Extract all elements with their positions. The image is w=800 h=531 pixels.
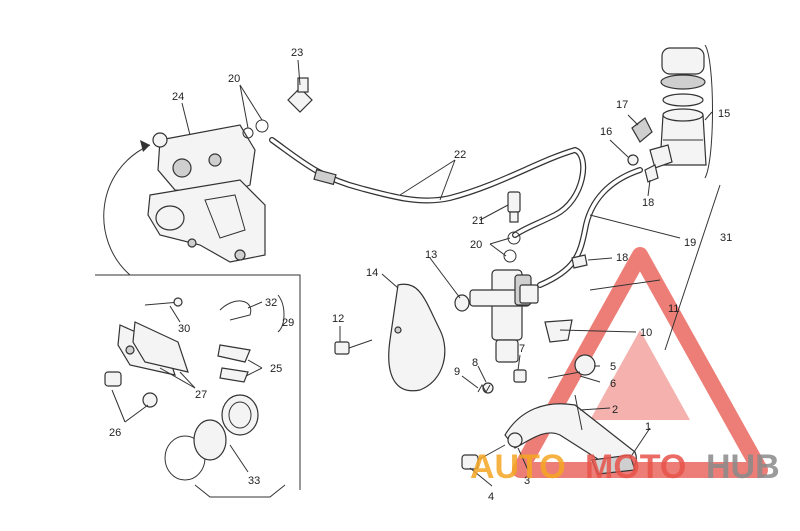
pin-30 (144, 297, 183, 307)
callout-22: 22 (454, 149, 466, 161)
watermark-moto: MOTO (585, 448, 686, 486)
pistons-33 (164, 394, 259, 481)
callout-14: 14 (366, 267, 378, 279)
callout-1: 1 (645, 421, 651, 433)
caliper-arrow (103, 144, 151, 276)
boot-10 (544, 319, 573, 343)
callout-7: 7 (519, 343, 525, 355)
callout-23: 23 (291, 47, 303, 59)
callout-18b: 18 (616, 252, 628, 264)
spring-clip-32 (219, 300, 252, 321)
callout-32: 32 (265, 297, 277, 309)
bracket-15 (704, 44, 713, 179)
banjo-bolt-23 (287, 77, 313, 113)
bleed-screw-26 (104, 371, 158, 408)
clip-18a (644, 164, 659, 183)
bushing-5 (574, 354, 596, 376)
callout-31: 31 (720, 232, 732, 244)
callout-15: 15 (718, 108, 730, 120)
washer-20c (507, 231, 521, 245)
callout-26: 26 (109, 427, 121, 439)
heat-shield (388, 283, 446, 392)
watermark-logo (512, 247, 768, 478)
spring-9 (477, 383, 491, 394)
washer-20d (503, 249, 517, 263)
bushing-13 (454, 294, 470, 312)
callout-21: 21 (472, 215, 484, 227)
bracket-31 (664, 184, 721, 351)
bracket-29 (277, 294, 285, 333)
spring-6 (547, 371, 581, 379)
callout-11: 11 (668, 303, 679, 315)
callout-33: 33 (248, 475, 260, 487)
watermark-hub: HUB (706, 448, 780, 486)
bracket-33 (194, 484, 286, 498)
callout-18a: 18 (642, 197, 654, 209)
clamp-17 (631, 117, 653, 143)
callout-19: 19 (684, 237, 696, 249)
callout-8: 8 (472, 357, 478, 369)
callout-2: 2 (612, 404, 618, 416)
screw-16 (627, 154, 639, 166)
callout-12: 12 (332, 313, 344, 325)
brake-caliper (147, 124, 266, 263)
callout-13: 13 (425, 249, 437, 261)
callout-27: 27 (195, 389, 207, 401)
pivot-3 (507, 432, 523, 448)
brake-pedal (504, 403, 637, 475)
callout-numbers: 1 2 3 4 5 6 7 8 9 10 11 12 13 14 15 16 1… (109, 47, 732, 503)
pivot-bolt-4 (461, 444, 506, 470)
callout-20b: 20 (470, 239, 482, 251)
callout-30: 30 (178, 323, 190, 335)
screw-7 (513, 369, 527, 383)
bleeder-21 (507, 191, 521, 223)
callout-20a: 20 (228, 73, 240, 85)
bolt-12 (334, 339, 373, 355)
pad-spring-25 (217, 344, 251, 383)
callout-25: 25 (270, 363, 282, 375)
watermark-auto: AUTO (470, 448, 566, 486)
callout-6: 6 (610, 378, 616, 390)
brake-hose (269, 137, 587, 238)
shield-hole (394, 326, 402, 334)
callout-5: 5 (610, 361, 616, 373)
callout-24: 24 (172, 91, 184, 103)
callout-3: 3 (524, 475, 530, 487)
washer-20a (255, 119, 269, 133)
fluid-reservoir (649, 47, 707, 169)
caliper-arrow-head (140, 140, 150, 152)
master-cylinder (469, 269, 539, 363)
callout-4: 4 (488, 491, 494, 503)
leader-lines (111, 59, 713, 487)
inset-frame (95, 274, 301, 490)
brake-pads (117, 321, 189, 376)
callout-10: 10 (640, 327, 652, 339)
callout-16: 16 (600, 126, 612, 138)
clip-18b (571, 254, 588, 269)
return-spring-2 (574, 394, 583, 431)
callout-9: 9 (454, 366, 460, 378)
reservoir-hose (537, 167, 643, 288)
callout-17: 17 (616, 99, 628, 111)
callout-29: 29 (282, 317, 294, 329)
watermark-text: AUTO MOTO HUB (470, 448, 780, 486)
